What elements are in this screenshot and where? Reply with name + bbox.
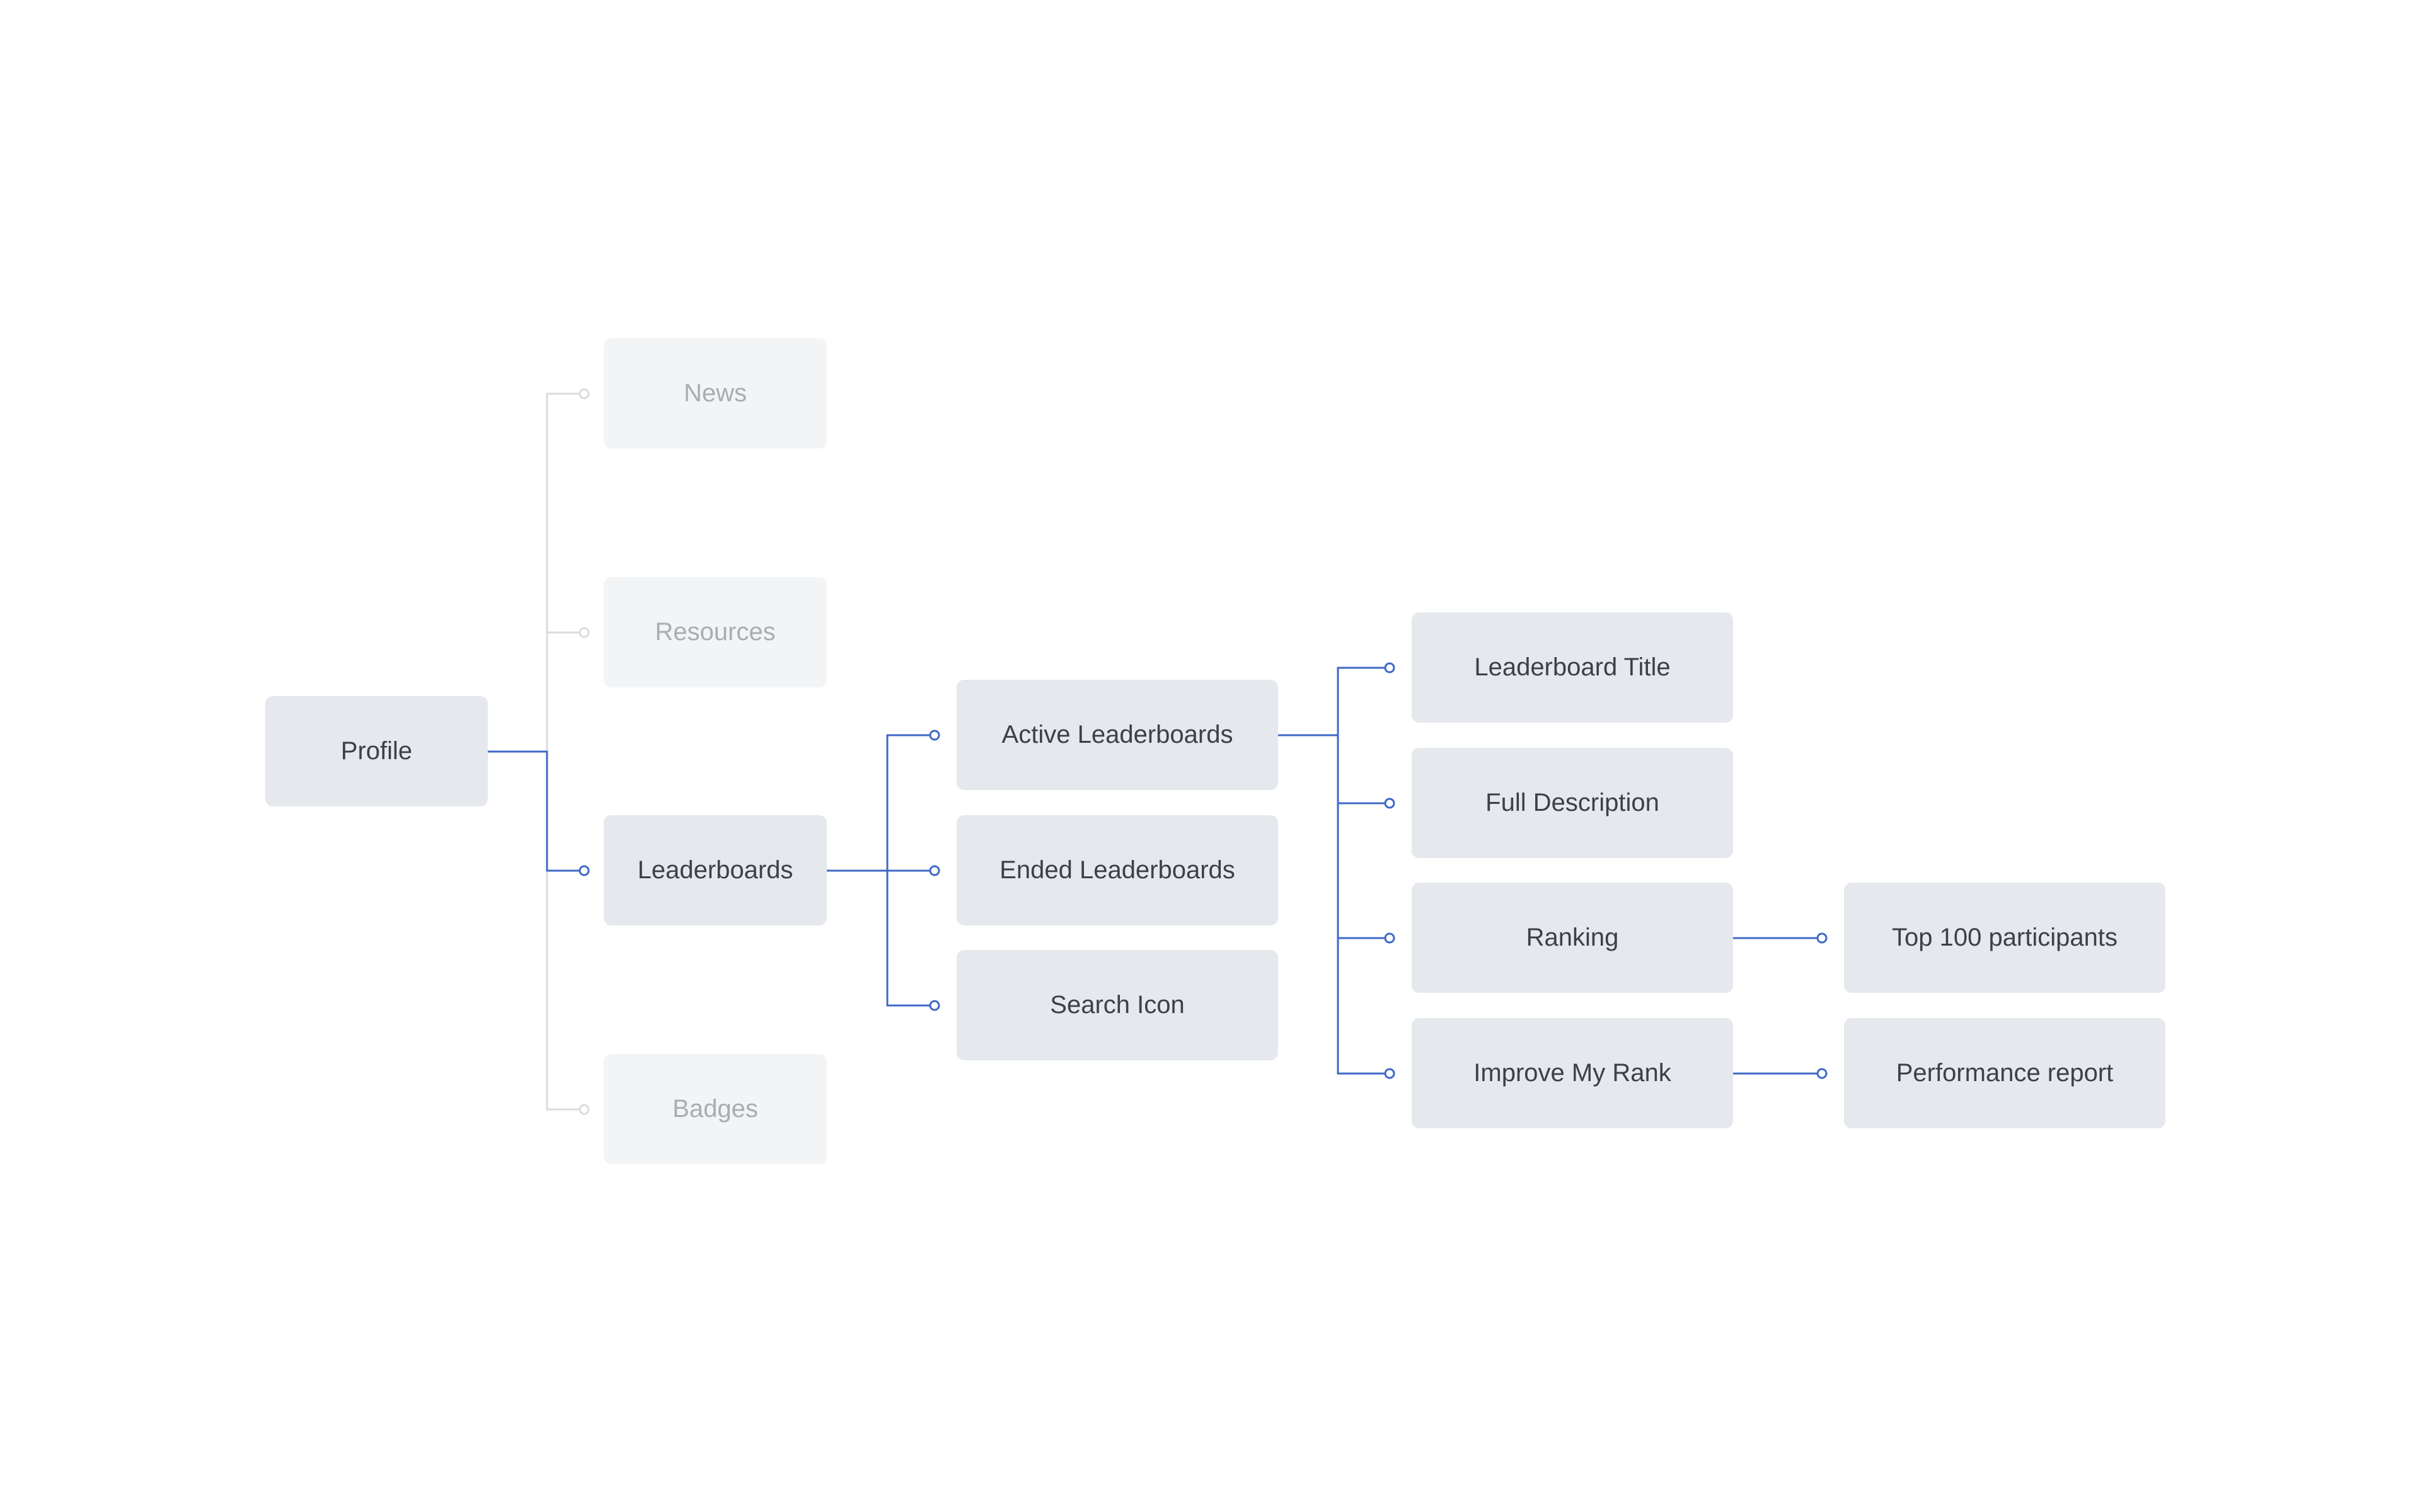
connector-profile-badges (546, 871, 584, 1111)
connector-dot-full-description (1384, 798, 1395, 809)
node-profile[interactable]: Profile (265, 696, 488, 806)
connector-profile-leaderboards (488, 750, 584, 872)
connector-active-ranking (1337, 803, 1390, 939)
connector-dot-badges (579, 1104, 590, 1115)
node-ranking[interactable]: Ranking (1412, 883, 1733, 993)
node-full-description[interactable]: Full Description (1412, 748, 1733, 858)
connector-profile-news (546, 392, 584, 752)
node-badges[interactable]: Badges (604, 1054, 827, 1164)
node-active-leaderboards[interactable]: Active Leaderboards (957, 680, 1278, 790)
connector-dot-leaderboard-title (1384, 662, 1395, 673)
connector-dot-resources (579, 627, 590, 638)
connector-dot-ended-leaderboards (929, 865, 940, 876)
node-ended-leaderboards[interactable]: Ended Leaderboards (957, 815, 1278, 925)
connector-dot-active-leaderboards (929, 730, 940, 741)
node-performance-report[interactable]: Performance report (1844, 1018, 2165, 1128)
node-top-100-participants[interactable]: Top 100 participants (1844, 883, 2165, 993)
node-leaderboard-title[interactable]: Leaderboard Title (1412, 612, 1733, 723)
connector-dot-improve-my-rank (1384, 1068, 1395, 1079)
connector-dot-leaderboards (579, 865, 590, 876)
connector-active-title (1278, 667, 1390, 736)
connector-active-improve (1337, 938, 1390, 1075)
connector-active-description (1337, 735, 1390, 805)
connector-dot-news (579, 388, 590, 399)
node-improve-my-rank[interactable]: Improve My Rank (1412, 1018, 1733, 1128)
connector-dot-top-100 (1816, 932, 1828, 944)
node-news[interactable]: News (604, 338, 827, 449)
connector-dot-performance-report (1816, 1068, 1828, 1079)
connector-dot-search-icon (929, 1000, 940, 1011)
connector-leaderboards-search (886, 871, 935, 1007)
connector-leaderboards-active (827, 734, 935, 872)
connector-dot-ranking (1384, 932, 1395, 944)
node-leaderboards[interactable]: Leaderboards (604, 815, 827, 925)
node-search-icon[interactable]: Search Icon (957, 950, 1278, 1060)
node-resources[interactable]: Resources (604, 577, 827, 687)
